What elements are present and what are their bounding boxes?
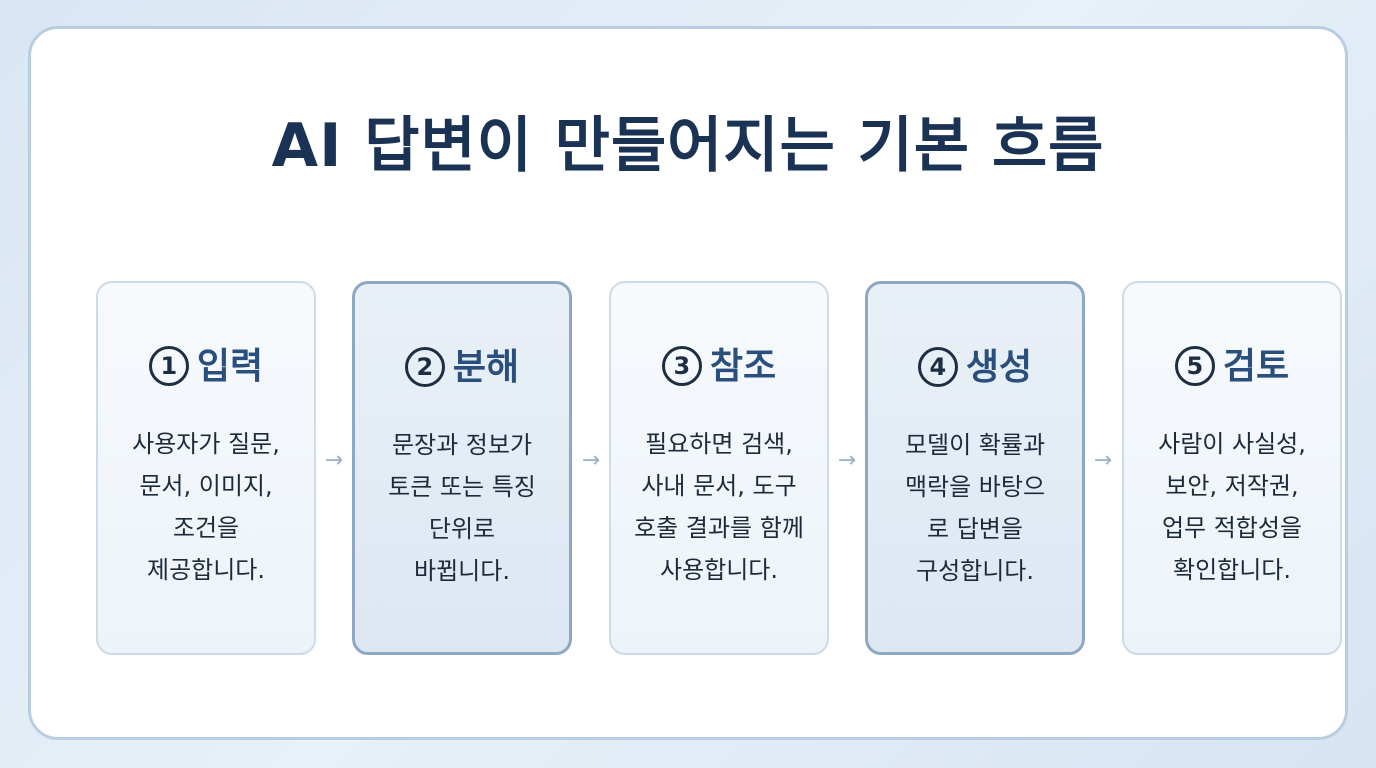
step-description-line: 필요하면 검색,	[645, 430, 793, 458]
step-number-badge: 5	[1174, 346, 1215, 386]
step-number-badge: 1	[148, 346, 189, 386]
step-description-line: 보안, 저작권,	[1165, 472, 1299, 500]
step-number-badge: 4	[917, 347, 958, 387]
step-description-line: 맥락을 바탕으	[904, 473, 1046, 501]
step-description-line: 확인합니다.	[1172, 556, 1292, 584]
step-description-line: 제공합니다.	[146, 556, 266, 584]
step-description: 문장과 정보가 토큰 또는 특징 단위로 바뀝니다.	[363, 424, 561, 592]
step-description-line: 사람이 사실성,	[1158, 430, 1306, 458]
step-description-line: 바뀝니다.	[414, 557, 510, 585]
step-title: 분해	[452, 347, 520, 388]
step-description-line: 모델이 확률과	[904, 431, 1046, 459]
step-description-line: 단위로	[428, 515, 496, 543]
step-description: 사람이 사실성, 보안, 저작권, 업무 적합성을 확인합니다.	[1132, 423, 1332, 591]
step-description-line: 문장과 정보가	[391, 431, 533, 459]
step-description-line: 토큰 또는 특징	[388, 473, 536, 501]
step-description-line: 업무 적합성을	[1161, 514, 1303, 542]
arrow-right-icon: →	[1093, 448, 1113, 473]
step-description-line: 로 답변을	[927, 515, 1023, 543]
step-description-line: 호출 결과를 함께	[634, 514, 804, 542]
step-title: 검토	[1222, 346, 1290, 387]
arrow-right-icon: →	[837, 448, 857, 473]
step-title: 참조	[709, 346, 777, 387]
step-description: 모델이 확률과 맥락을 바탕으 로 답변을 구성합니다.	[876, 424, 1074, 592]
step-title: 입력	[196, 346, 264, 387]
step-description-line: 사용합니다.	[659, 556, 779, 584]
step-title: 생성	[965, 347, 1033, 388]
step-number-badge: 2	[404, 347, 445, 387]
diagram-title: AI 답변이 만들어지는 기본 흐름	[271, 111, 1105, 181]
step-description: 사용자가 질문, 문서, 이미지, 조건을 제공합니다.	[106, 423, 306, 591]
step-description-line: 사용자가 질문,	[132, 430, 280, 458]
arrow-right-icon: →	[581, 448, 601, 473]
step-description-line: 문서, 이미지,	[139, 472, 273, 500]
step-description-line: 조건을	[172, 514, 240, 542]
step-description: 필요하면 검색, 사내 문서, 도구 호출 결과를 함께 사용합니다.	[619, 423, 819, 591]
step-description-line: 사내 문서, 도구	[641, 472, 797, 500]
step-number-badge: 3	[661, 346, 702, 386]
step-description-line: 구성합니다.	[915, 557, 1035, 585]
arrow-right-icon: →	[324, 448, 344, 473]
